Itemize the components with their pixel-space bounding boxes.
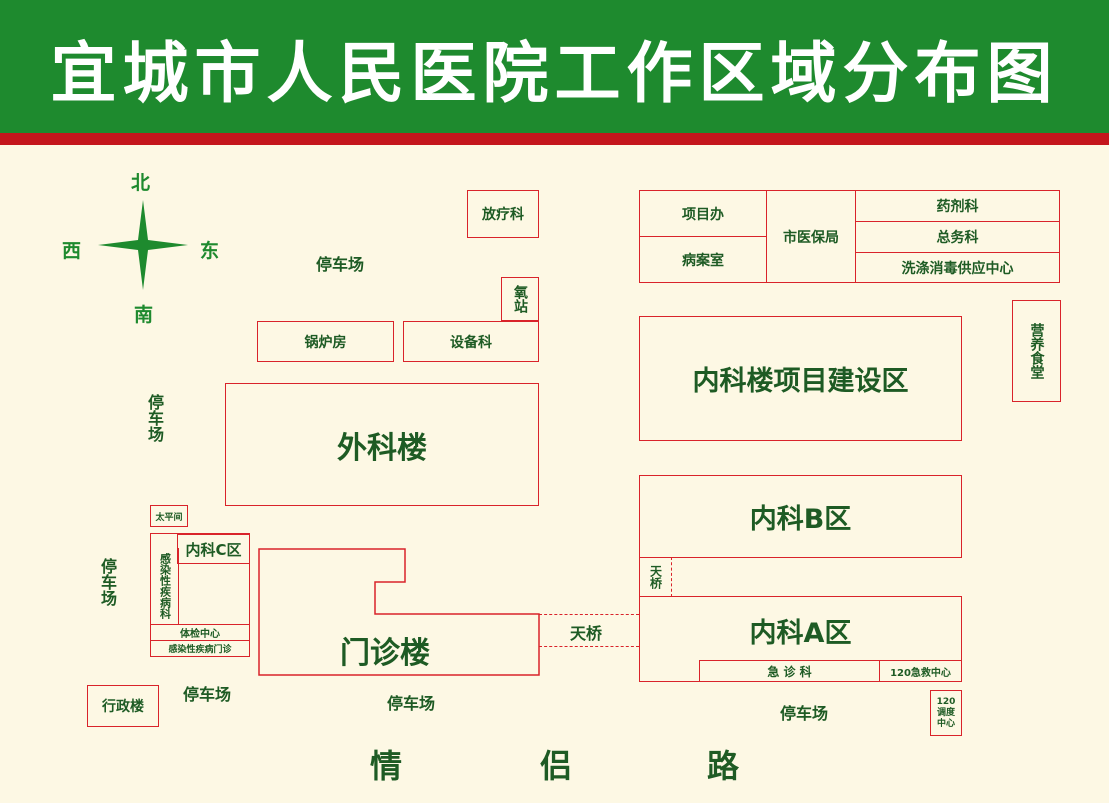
- sterilization-center[interactable]: 洗涤消毒供应中心: [855, 252, 1060, 283]
- parking-left-lower: 停车场: [98, 558, 117, 606]
- internal-project-area-label: 内科楼项目建设区: [692, 366, 909, 397]
- surgery-building[interactable]: 外科楼: [225, 383, 539, 506]
- emergency-120-center[interactable]: 120急救中心: [879, 660, 962, 682]
- parking-bottom-center: 停车场: [387, 694, 436, 713]
- medical-insurance-label: 市医保局: [783, 229, 839, 246]
- compass-east: 东: [200, 240, 220, 262]
- parking-left-upper: 停车场: [145, 394, 164, 442]
- sterilization-center-label: 洗涤消毒供应中心: [901, 260, 1014, 277]
- boiler-room[interactable]: 锅炉房: [257, 321, 394, 362]
- infectious-ward-label: 感染性疾病科: [158, 553, 172, 619]
- admin-building[interactable]: 行政楼: [87, 685, 159, 727]
- road-char-2: 侣: [540, 747, 573, 785]
- equipment-dept[interactable]: 设备科: [403, 321, 539, 362]
- emergency-label: 急 诊 科: [767, 664, 812, 679]
- equipment-dept-label: 设备科: [450, 334, 492, 351]
- page-title: 宜城市人民医院工作区域分布图: [50, 35, 1059, 112]
- records-room-label: 病案室: [682, 252, 724, 269]
- skybridge-small-label: 天桥: [648, 565, 663, 589]
- internal-project-area[interactable]: 内科楼项目建设区: [639, 316, 962, 441]
- general-affairs-label: 总务科: [936, 230, 979, 246]
- radiotherapy-building[interactable]: 放疗科: [467, 190, 539, 238]
- skybridge-small-dash: [671, 557, 672, 597]
- internal-b-label: 内科B区: [749, 504, 852, 535]
- mortuary[interactable]: 太平间: [150, 505, 188, 527]
- dispatch-120-center[interactable]: 120调度中心: [930, 690, 962, 736]
- infectious-ward[interactable]: 感染性疾病科: [151, 548, 179, 624]
- compass-west: 西: [62, 240, 82, 262]
- skybridge-bottom-dash: [539, 646, 639, 647]
- internal-c-area[interactable]: 内科C区: [177, 534, 250, 564]
- canteen[interactable]: 营养食堂: [1012, 300, 1061, 402]
- parking-top: 停车场: [316, 255, 365, 274]
- header-banner: [0, 0, 1109, 133]
- skybridge-label: 天桥: [570, 624, 603, 643]
- project-office[interactable]: 项目办: [639, 190, 767, 237]
- oxygen-station-label: 氧站: [512, 285, 528, 313]
- compass-south: 南: [134, 304, 154, 326]
- road-char-3: 路: [707, 747, 740, 785]
- parking-bottom-right: 停车场: [780, 704, 829, 723]
- canteen-label: 营养食堂: [1028, 323, 1045, 379]
- general-affairs[interactable]: 总务科: [855, 221, 1060, 253]
- internal-a-label: 内科A区: [749, 618, 852, 649]
- admin-building-label: 行政楼: [102, 699, 144, 715]
- compass-icon: [98, 200, 188, 290]
- emergency-120-label: 120急救中心: [890, 667, 951, 679]
- surgery-building-label: 外科楼: [337, 430, 427, 466]
- skybridge-small[interactable]: 天桥: [639, 557, 672, 597]
- skybridge-top-dash: [539, 614, 639, 615]
- mortuary-label: 太平间: [155, 512, 183, 523]
- project-office-label: 项目办: [682, 206, 724, 223]
- radiotherapy-label: 放疗科: [482, 207, 524, 223]
- emergency-dept[interactable]: 急 诊 科: [699, 660, 880, 682]
- internal-c-label: 内科C区: [185, 540, 242, 559]
- medical-insurance-bureau[interactable]: 市医保局: [766, 190, 856, 283]
- internal-b-building[interactable]: 内科B区: [639, 475, 962, 558]
- checkup-center-label: 体检中心: [180, 629, 220, 640]
- compass-north: 北: [131, 172, 151, 194]
- infectious-clinic-label: 感染性疾病门诊: [168, 645, 232, 655]
- outpatient-building-label: 门诊楼: [340, 636, 430, 671]
- pharmacy[interactable]: 药剂科: [855, 190, 1060, 222]
- parking-bottom-left: 停车场: [183, 685, 232, 704]
- header-stripe: [0, 133, 1109, 145]
- oxygen-station[interactable]: 氧站: [501, 277, 539, 321]
- dispatch-120-label: 120调度中心: [936, 696, 956, 729]
- road-char-1: 情: [370, 747, 403, 785]
- internal-a-building[interactable]: 内科A区: [639, 596, 962, 682]
- pharmacy-label: 药剂科: [936, 199, 979, 215]
- records-room[interactable]: 病案室: [639, 236, 767, 283]
- boiler-room-label: 锅炉房: [304, 334, 347, 351]
- infectious-clinic[interactable]: 感染性疾病门诊: [150, 640, 250, 657]
